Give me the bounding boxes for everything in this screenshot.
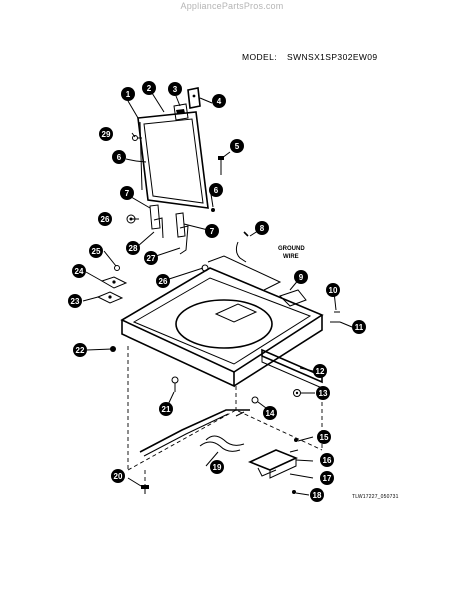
svg-text:3: 3 (173, 85, 178, 94)
callout-10: 10 (326, 283, 340, 297)
svg-text:14: 14 (266, 409, 275, 418)
callout-18: 18 (310, 488, 324, 502)
callout-26-upper: 26 (98, 212, 112, 226)
model-number: SWNSX1SP302EW09 (287, 52, 378, 62)
ground-wire-label-line1: GROUND (278, 246, 305, 252)
callout-17: 17 (320, 471, 334, 485)
callout-6-right: 6 (209, 183, 223, 197)
svg-text:10: 10 (329, 286, 338, 295)
callout-29: 29 (99, 127, 113, 141)
callout-8: 8 (255, 221, 269, 235)
callout-4: 4 (212, 94, 226, 108)
svg-text:12: 12 (316, 367, 325, 376)
callout-1: 1 (121, 87, 135, 101)
callout-20: 20 (111, 469, 125, 483)
svg-text:20: 20 (114, 472, 123, 481)
callout-5: 5 (230, 139, 244, 153)
svg-text:1: 1 (126, 90, 131, 99)
svg-text:6: 6 (214, 186, 219, 195)
callout-11: 11 (352, 320, 366, 334)
lid-pad (173, 103, 189, 121)
model-label: MODEL: (242, 52, 277, 62)
svg-text:16: 16 (323, 456, 332, 465)
hinge-plate (187, 87, 201, 109)
callout-23: 23 (68, 294, 82, 308)
svg-text:15: 15 (320, 433, 329, 442)
svg-text:26: 26 (101, 215, 110, 224)
svg-text:5: 5 (235, 142, 240, 151)
svg-text:29: 29 (102, 130, 111, 139)
callout-19: 19 (210, 460, 224, 474)
side-screws (110, 311, 340, 404)
svg-text:18: 18 (313, 491, 322, 500)
svg-text:26: 26 (159, 277, 168, 286)
svg-text:19: 19 (213, 463, 222, 472)
callout-14: 14 (263, 406, 277, 420)
switch-assembly (247, 438, 299, 494)
svg-text:25: 25 (92, 247, 101, 256)
callout-28: 28 (126, 241, 140, 255)
cabinet-top (120, 255, 324, 388)
svg-text:4: 4 (217, 97, 222, 106)
svg-text:2: 2 (147, 84, 152, 93)
ground-wire-label-line2: WIRE (283, 254, 299, 260)
drawing-reference: TLW17227_050731 (352, 494, 399, 500)
svg-text:7: 7 (210, 227, 215, 236)
screws (114, 135, 224, 272)
watermark: AppliancePartsPros.com (180, 1, 284, 11)
callout-7-left: 7 (120, 186, 134, 200)
svg-text:11: 11 (355, 323, 364, 332)
callout-27: 27 (144, 251, 158, 265)
svg-text:13: 13 (319, 389, 328, 398)
ground-wire (235, 231, 249, 263)
front-rail (261, 348, 323, 389)
callout-13: 13 (316, 386, 330, 400)
foot-pads (96, 276, 128, 304)
svg-text:8: 8 (260, 224, 265, 233)
svg-text:21: 21 (162, 405, 171, 414)
svg-text:7: 7 (125, 189, 130, 198)
callout-21: 21 (159, 402, 173, 416)
svg-text:28: 28 (129, 244, 138, 253)
callout-24: 24 (72, 264, 86, 278)
svg-text:22: 22 (76, 346, 85, 355)
svg-text:6: 6 (117, 153, 122, 162)
callout-25: 25 (89, 244, 103, 258)
model-header: MODEL: SWNSX1SP302EW09 (242, 52, 378, 62)
wire-harness (139, 409, 250, 457)
svg-text:27: 27 (147, 254, 156, 263)
svg-text:24: 24 (75, 267, 84, 276)
callout-3: 3 (168, 82, 182, 96)
callout-15: 15 (317, 430, 331, 444)
bottom-screw (141, 485, 149, 494)
callout-2: 2 (142, 81, 156, 95)
callout-16: 16 (320, 453, 334, 467)
callout-22: 22 (73, 343, 87, 357)
lid (137, 111, 209, 209)
callout-6-left: 6 (112, 150, 126, 164)
callout-9: 9 (294, 270, 308, 284)
callout-26-lower: 26 (156, 274, 170, 288)
lid-hinges (149, 204, 189, 255)
svg-text:9: 9 (299, 273, 304, 282)
svg-text:17: 17 (323, 474, 332, 483)
callout-12: 12 (313, 364, 327, 378)
callout-7-right: 7 (205, 224, 219, 238)
svg-text:23: 23 (71, 297, 80, 306)
